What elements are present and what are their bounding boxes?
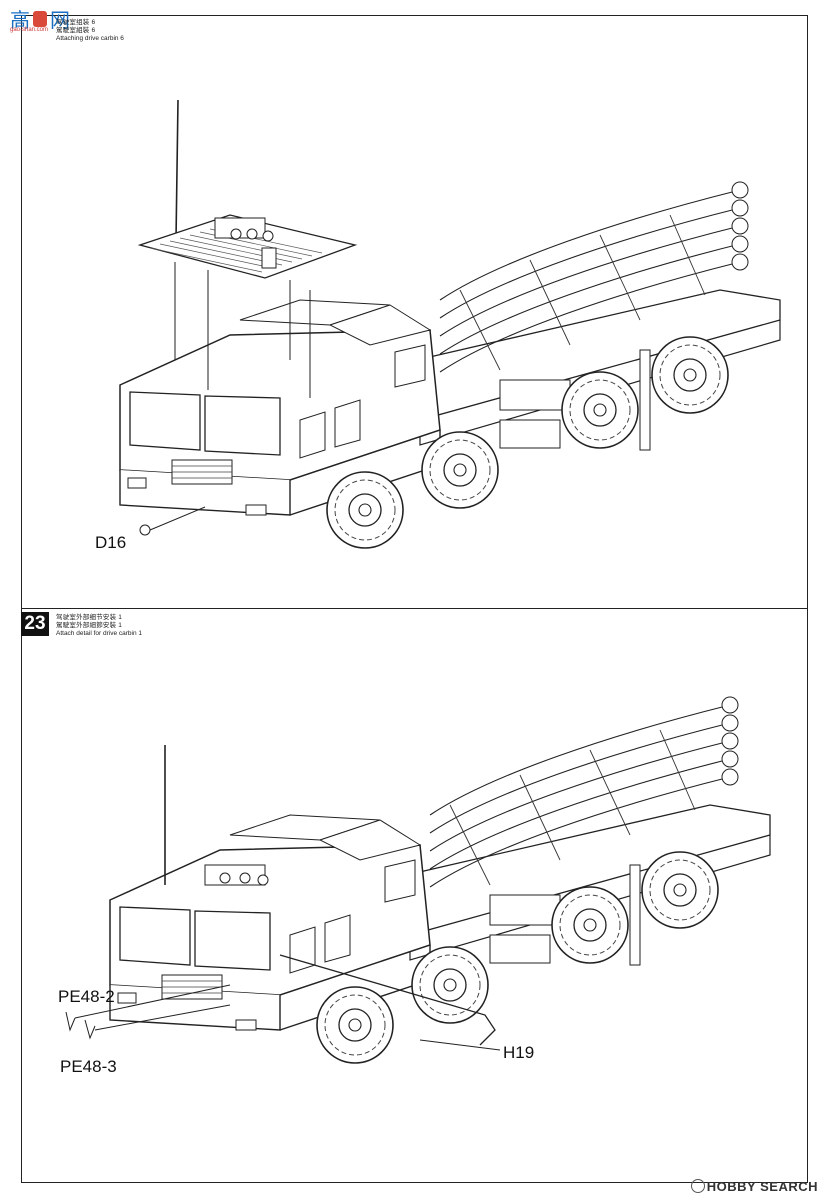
svg-text:高: 高 [10, 8, 30, 32]
hobby-search-icon [690, 1179, 705, 1193]
site-logo: 高 网 [8, 5, 70, 37]
step-divider [21, 608, 808, 609]
caption-en: Attaching drive carbin 6 [56, 35, 124, 42]
callout-pe48-2: PE48-2 [58, 987, 115, 1006]
callout-pe48-3: PE48-3 [60, 1057, 117, 1076]
caption-cn-1: 驾驶室外部细节安装 1 [56, 614, 123, 621]
page-frame [21, 15, 808, 1183]
watermark-text: HOBBY SEARCH [706, 1179, 818, 1194]
bottom-truck-drawing [65, 697, 770, 1063]
caption-cn-1: 驾驶室组装 6 [56, 19, 96, 26]
step-23-caption: 驾驶室外部细节安装 1 駕駛室外部細節安裝 1 Attach detail fo… [56, 614, 142, 638]
watermark: HOBBY SEARCH [690, 1179, 818, 1194]
step-top-caption: 驾驶室组装 6 駕駛室組裝 6 Attaching drive carbin 6 [56, 19, 124, 43]
caption-cn-2: 駕駛室外部細節安裝 1 [56, 622, 123, 629]
top-truck-drawing [120, 99, 780, 548]
caption-cn-2: 駕駛室組裝 6 [56, 27, 96, 34]
svg-text:网: 网 [50, 8, 70, 32]
callout-h19: H19 [503, 1043, 535, 1062]
caption-en: Attach detail for drive carbin 1 [56, 630, 142, 637]
site-logo-text: gao-shan.com [10, 27, 49, 33]
step-number: 23 [21, 612, 49, 636]
callout-d16: D16 [95, 533, 127, 552]
